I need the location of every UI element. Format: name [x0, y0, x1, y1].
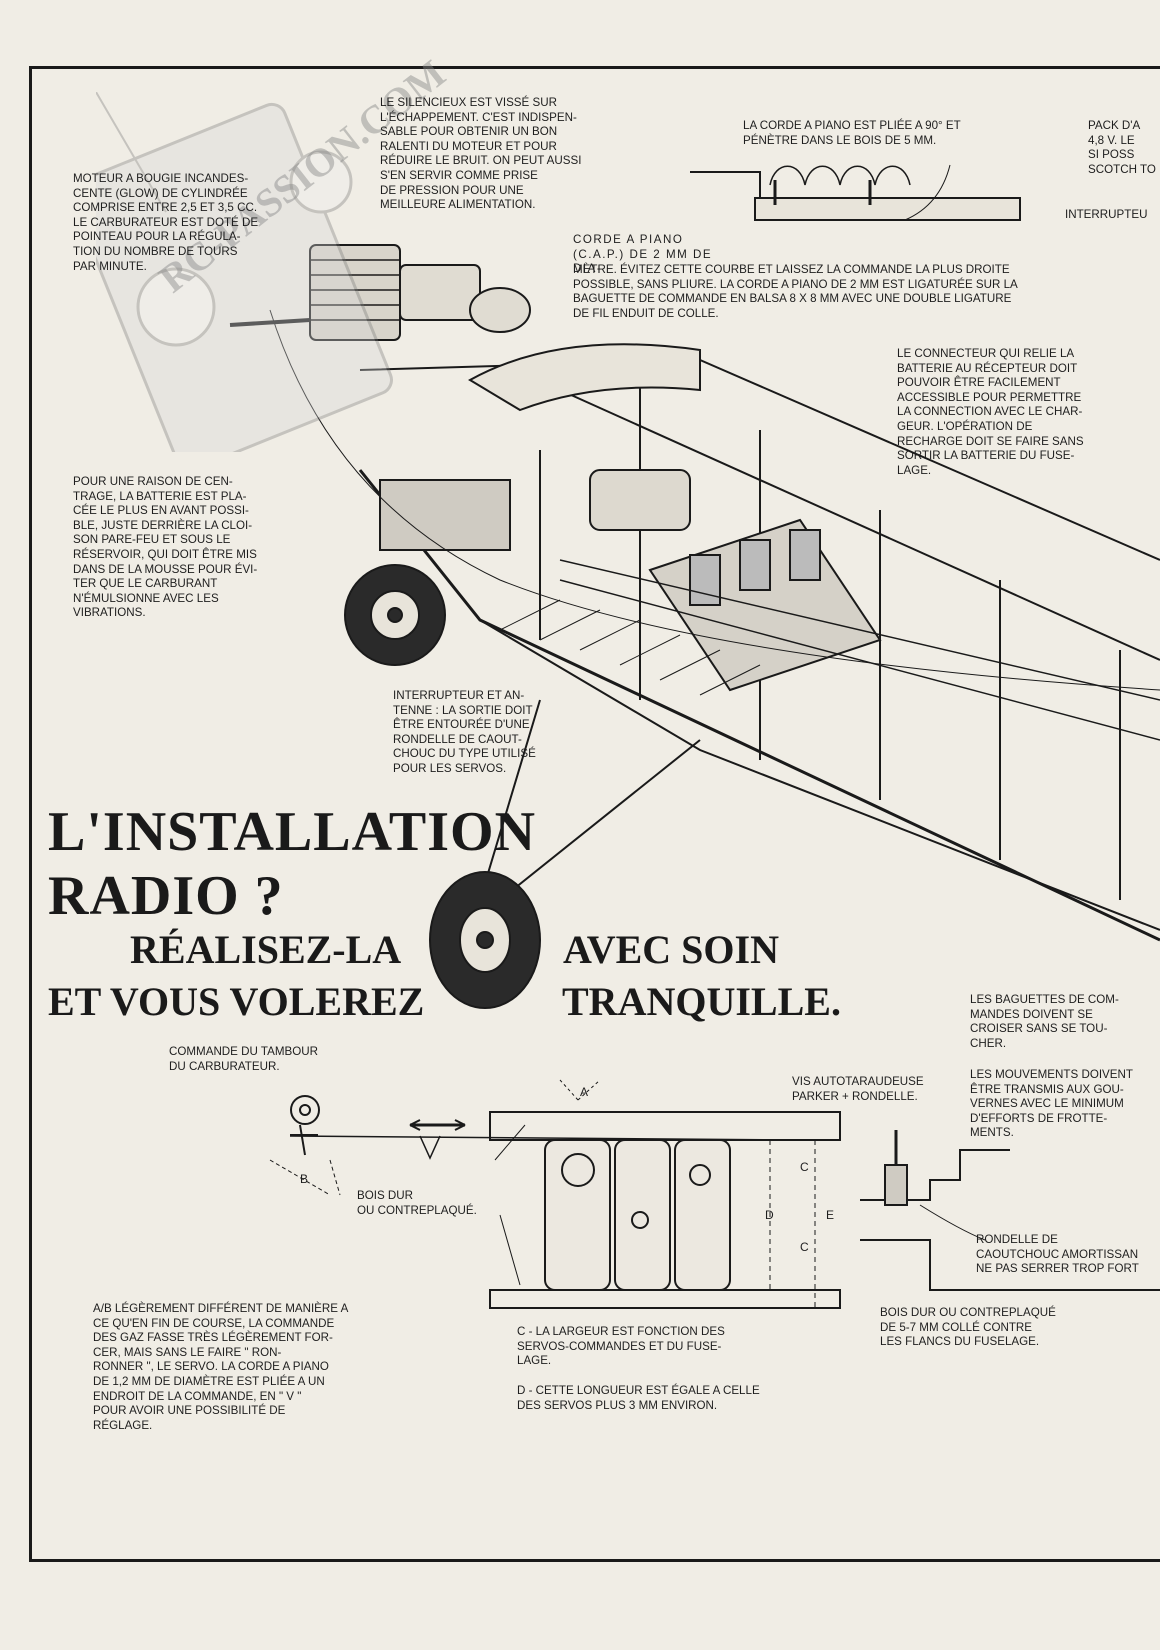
- caption-interrupteur-top: INTERRUPTEU: [1065, 208, 1148, 221]
- headline-line3b: AVEC SOIN: [563, 927, 779, 972]
- headline-line3a: RÉALISEZ-LA: [130, 927, 402, 972]
- headline-title: L'INSTALLATION RADIO ?: [48, 801, 537, 927]
- caption-moteur: MOTEUR A BOUGIE INCANDES-CENTE (GLOW) DE…: [73, 172, 259, 273]
- caption-corde-piano-suite: MÈTRE. ÉVITEZ CETTE COURBE ET LAISSEZ LA…: [573, 263, 1018, 320]
- caption-centrage: POUR UNE RAISON DE CEN-TRAGE, LA BATTERI…: [73, 475, 258, 620]
- label-c-bottom: C: [800, 1240, 809, 1254]
- label-e: E: [826, 1208, 835, 1222]
- headline-line4b: TRANQUILLE.: [562, 979, 841, 1024]
- caption-interrupteur-antenne: INTERRUPTEUR ET AN-TENNE : LA SORTIE DOI…: [393, 689, 536, 775]
- label-d: D: [765, 1208, 774, 1222]
- page-frame: [29, 66, 1160, 1562]
- rc-passion-watermark-logo: [96, 92, 393, 452]
- caption-corde-piano: CORDE A PIANO(C.A.P.) DE 2 MM DE DIA-: [573, 233, 713, 276]
- label-c-top: C: [800, 1160, 809, 1174]
- headline-line4a: ET VOUS VOLEREZ: [48, 979, 425, 1024]
- label-a: A: [580, 1085, 589, 1099]
- label-b: B: [300, 1172, 309, 1186]
